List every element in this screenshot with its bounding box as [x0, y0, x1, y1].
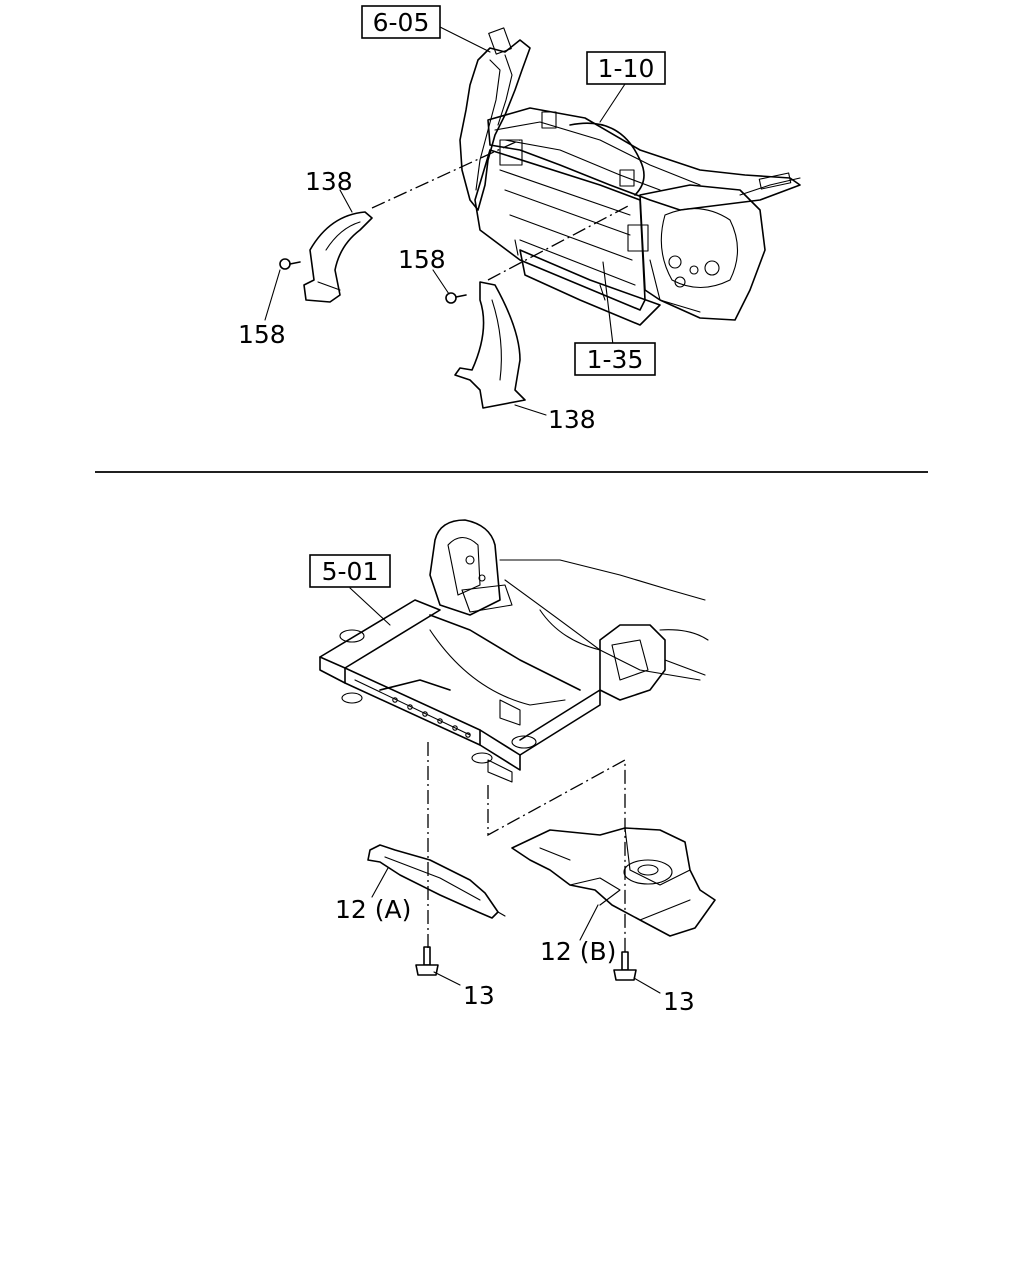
svg-text:5-01: 5-01: [322, 557, 379, 586]
bolt-13-left: [415, 946, 439, 976]
part-label-158-top: 158: [398, 245, 446, 274]
svg-text:1-35: 1-35: [587, 345, 644, 374]
part-label-12b: 12 (B): [540, 937, 616, 966]
crossmember-assembly: [319, 519, 709, 783]
clip-158-top: [445, 292, 467, 304]
ref-box-1-10[interactable]: 1-10: [586, 51, 666, 85]
part-label-12a: 12 (A): [335, 895, 411, 924]
part-label-13-left: 13: [463, 981, 495, 1010]
clip-158-left: [279, 258, 301, 270]
guard-plate-12a: [367, 844, 506, 919]
part-label-138-right: 138: [548, 405, 596, 434]
part-label-158-left: 158: [238, 320, 286, 349]
bolt-13-right: [613, 951, 637, 981]
ref-box-1-35[interactable]: 1-35: [574, 342, 656, 376]
air-guide-left: [303, 211, 373, 303]
ref-box-5-01[interactable]: 5-01: [309, 554, 391, 588]
part-label-138-left: 138: [305, 167, 353, 196]
radiator-support-assembly: [459, 27, 801, 326]
air-guide-right: [454, 281, 526, 409]
part-label-13-right: 13: [663, 987, 695, 1016]
guard-plate-12b: [511, 827, 716, 937]
svg-text:6-05: 6-05: [373, 8, 430, 37]
svg-text:1-10: 1-10: [598, 54, 655, 83]
ref-box-6-05[interactable]: 6-05: [361, 5, 441, 39]
